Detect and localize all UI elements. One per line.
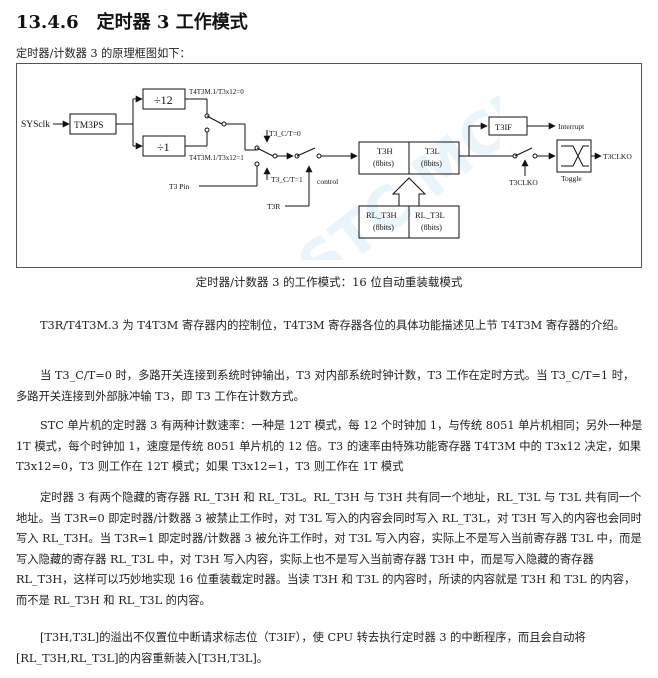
section-title: 定时器 3 工作模式 — [96, 12, 248, 33]
label-ct1: T3_C/T=1 — [271, 175, 303, 184]
switch-ct — [256, 147, 274, 157]
label-t3clko-out: T3CLKO — [603, 152, 632, 161]
label-t3h-bits: (8bits) — [373, 159, 394, 168]
label-t3h: T3H — [377, 146, 393, 156]
paragraph-hidden-registers: 定时器 3 有两个隐藏的寄存器 RL_T3H 和 RL_T3L。RL_T3H 与… — [16, 491, 642, 607]
paragraph-count-rate: STC 单片机的定时器 3 有两种计数速率：一种是 12T 模式，每 12 个时… — [16, 419, 643, 473]
label-t3if: T3IF — [495, 122, 512, 132]
section-number: 13.4.6 — [16, 12, 79, 33]
paragraph-overflow: [T3H,T3L]的溢出不仅置位中断请求标志位（T3IF），使 CPU 转去执行… — [16, 631, 586, 665]
section-heading: 13.4.6 定时器 3 工作模式 — [16, 8, 248, 36]
label-x12-1: T4T3M.1/T3x12=1 — [189, 154, 244, 162]
paragraph-control-bit: T3R/T4T3M.3 为 T4T3M 寄存器内的控制位，T4T3M 寄存器各位… — [40, 319, 625, 332]
label-t3pin: T3 Pin — [169, 182, 189, 191]
block-diagram: SYSclk TM3PS ÷12 ÷1 T4T3M.1/T3x12=0 T4T3… — [16, 63, 642, 268]
label-rl-t3h-bits: (8bits) — [373, 223, 394, 232]
label-toggle: Toggle — [561, 174, 582, 183]
label-div1: ÷1 — [157, 140, 170, 154]
label-tm3ps: TM3PS — [74, 121, 104, 131]
label-rl-t3h: RL_T3H — [366, 210, 397, 220]
switch-t3clko — [514, 147, 533, 157]
label-t3l: T3L — [425, 146, 440, 156]
label-div12: ÷12 — [154, 93, 173, 107]
label-sysclk: SYSclk — [21, 120, 50, 130]
label-t3r: T3R — [267, 202, 280, 211]
label-rl-t3l-bits: (8bits) — [421, 223, 442, 232]
label-t3clko-ctrl: T3CLKO — [509, 178, 538, 187]
label-control: control — [317, 177, 338, 186]
label-ct0: T3_C/T=0 — [269, 129, 301, 138]
label-interrupt: Interrupt — [558, 122, 585, 131]
label-rl-t3l: RL_T3L — [415, 210, 445, 220]
label-t3l-bits: (8bits) — [421, 159, 442, 168]
label-x12-0: T4T3M.1/T3x12=0 — [189, 88, 244, 96]
intro-text: 定时器/计数器 3 的原理框图如下： — [16, 47, 191, 60]
figure-caption: 定时器/计数器 3 的工作模式：16 位自动重装载模式 — [195, 275, 463, 289]
switch-x12 — [206, 115, 223, 125]
switch-control — [296, 147, 316, 157]
block-diagram-svg: SYSclk TM3PS ÷12 ÷1 T4T3M.1/T3x12=0 T4T3… — [21, 88, 632, 239]
paragraph-counter-mode: 当 T3_C/T=0 时，多路开关连接到系统时钟输出，T3 对内部系统时钟计数，… — [16, 369, 635, 403]
toggle-box — [556, 139, 592, 173]
